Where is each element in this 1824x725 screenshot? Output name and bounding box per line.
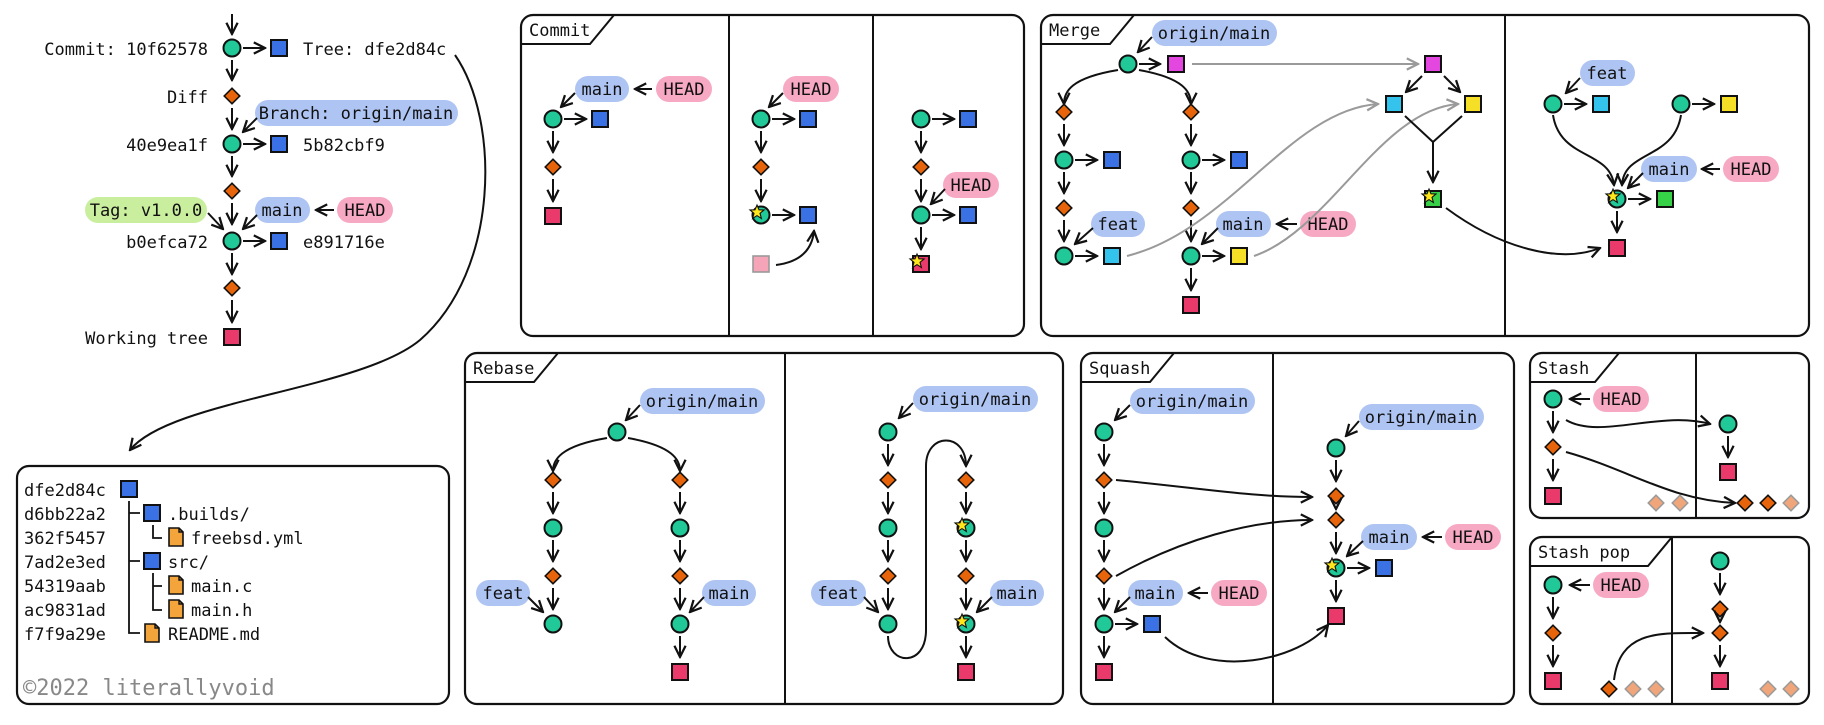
diff-label: Diff: [167, 88, 208, 108]
tree-row-2-hash: 362f5457: [24, 529, 106, 549]
diff-node: [223, 87, 241, 105]
tree-row-3-name: src/: [168, 553, 209, 573]
head-label: HEAD: [1308, 215, 1349, 235]
tree-row-1-hash: d6bb22a2: [24, 505, 106, 525]
file-icon: [168, 575, 184, 595]
main-label: main: [262, 201, 303, 221]
head-label: HEAD: [1731, 160, 1772, 180]
feat-label: feat: [1098, 215, 1139, 235]
tree-row-5-name: main.h: [191, 601, 252, 621]
merge-panel: Merge origin/main feat main: [1039, 13, 1811, 338]
main-label: main: [582, 80, 623, 100]
commit-node: [222, 38, 242, 58]
commit-panel: Commit main HEAD HEAD: [519, 13, 1026, 338]
tree-node: [270, 39, 288, 57]
tree-row-0-hash: dfe2d84c: [24, 481, 106, 501]
main-label: main: [1369, 528, 1410, 548]
tree-row-3-hash: 7ad2e3ed: [24, 553, 106, 573]
feat-label: feat: [818, 584, 859, 604]
main-label: main: [709, 584, 750, 604]
origin-main-label: origin/main: [1136, 392, 1249, 412]
rebase-panel: Rebase origin/main feat main origin/mai: [463, 351, 1065, 706]
commit2-label: 40e9ea1f: [126, 136, 208, 156]
head-label: HEAD: [664, 80, 705, 100]
commit3-label: b0efca72: [126, 233, 208, 253]
overview-graph: Commit: 10f62578 Tree: dfe2d84c Diff Bra…: [44, 14, 487, 450]
tree-row-2-name: freebsd.yml: [191, 529, 304, 549]
head-label: HEAD: [1601, 390, 1642, 410]
tree2-label: 5b82cbf9: [303, 136, 385, 156]
head-label: HEAD: [1601, 576, 1642, 596]
main-label: main: [1223, 215, 1264, 235]
file-icon: [144, 623, 160, 643]
commit-label: Commit: 10f62578: [44, 40, 208, 60]
worktree-label: Working tree: [85, 329, 208, 349]
origin-main-label: origin/main: [1158, 24, 1271, 44]
feat-label: feat: [483, 584, 524, 604]
origin-main-label: origin/main: [646, 392, 759, 412]
file-icon: [168, 599, 184, 619]
head-label: HEAD: [791, 80, 832, 100]
squash-panel-title: Squash: [1089, 359, 1150, 379]
head-label: HEAD: [1219, 584, 1260, 604]
tree-row-4-hash: 54319aab: [24, 577, 106, 597]
tree-label: Tree: dfe2d84c: [303, 40, 446, 60]
main-label: main: [1135, 584, 1176, 604]
head-label: HEAD: [1453, 528, 1494, 548]
tag-label: Tag: v1.0.0: [90, 201, 203, 221]
tree-row-4-name: main.c: [191, 577, 252, 597]
squash-panel: Squash origin/main main HEAD origin/main: [1079, 351, 1516, 706]
branch-label: Branch: origin/main: [259, 104, 453, 124]
head-label: HEAD: [345, 201, 386, 221]
tree-row-1-name: .builds/: [168, 505, 250, 525]
main-label: main: [997, 584, 1038, 604]
rebase-panel-title: Rebase: [473, 359, 534, 379]
tree-row-6-hash: f7f9a29e: [24, 625, 106, 645]
head-label: HEAD: [951, 176, 992, 196]
feat-label: feat: [1587, 64, 1628, 84]
merge-panel-title: Merge: [1049, 21, 1100, 41]
stash-pop-panel-title: Stash pop: [1538, 543, 1630, 563]
stash-panel-title: Stash: [1538, 359, 1589, 379]
origin-main-label: origin/main: [919, 390, 1032, 410]
tree-row-5-hash: ac9831ad: [24, 601, 106, 621]
file-icon: [168, 527, 184, 547]
copyright: ©2022 literallyvoid: [23, 676, 275, 701]
tree-box: dfe2d84c d6bb22a2 362f5457 7ad2e3ed 5431…: [15, 464, 451, 706]
stash-pop-panel: Stash pop HEAD: [1528, 535, 1811, 706]
commit-panel-title: Commit: [529, 21, 590, 41]
tree-row-6-name: README.md: [168, 625, 260, 645]
origin-main-label: origin/main: [1365, 408, 1478, 428]
stash-panel: Stash HEAD: [1528, 351, 1811, 520]
main-label: main: [1649, 160, 1690, 180]
tree3-label: e891716e: [303, 233, 385, 253]
